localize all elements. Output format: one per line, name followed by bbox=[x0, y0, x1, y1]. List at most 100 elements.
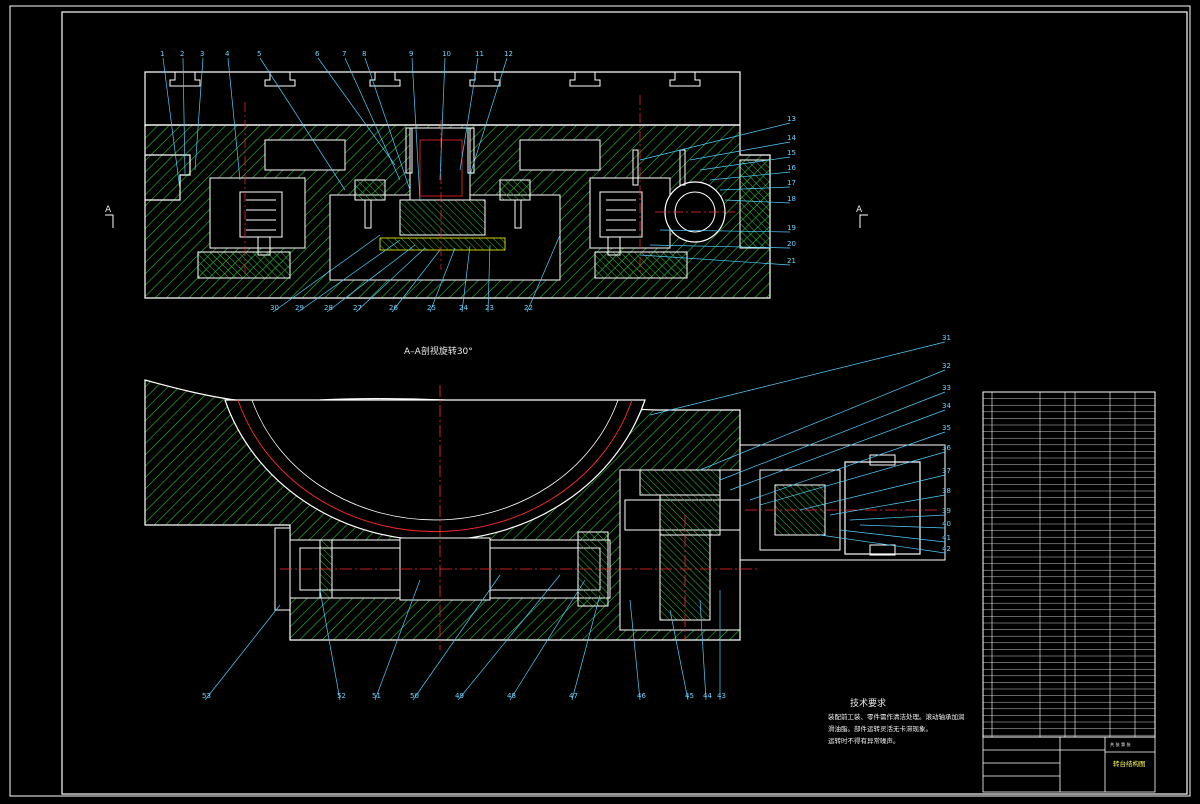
leader-line bbox=[849, 514, 946, 521]
part-balloon-10[interactable]: 10 bbox=[442, 50, 451, 58]
part-balloon-53[interactable]: 53 bbox=[202, 692, 211, 700]
outer-frame bbox=[9, 5, 1191, 797]
part-balloon-51[interactable]: 51 bbox=[372, 692, 381, 700]
part-balloon-35[interactable]: 35 bbox=[942, 424, 951, 432]
part-balloon-37[interactable]: 37 bbox=[942, 467, 951, 475]
leader-line bbox=[391, 249, 441, 313]
leader-line bbox=[724, 199, 791, 204]
lower-section-view: 31 32 33 34 35 36 37 38 39 40 41 42 53 52 51 50 49 48 47 46… bbox=[144, 334, 951, 701]
leader-line bbox=[819, 534, 946, 554]
leader-line bbox=[571, 594, 601, 701]
part-balloon-30[interactable]: 30 bbox=[270, 304, 279, 312]
leader-line bbox=[439, 57, 446, 181]
part-balloon-28[interactable]: 28 bbox=[324, 304, 333, 312]
part-balloon-50[interactable]: 50 bbox=[410, 692, 419, 700]
tech-line-2: 滑油脂。部件运转灵活无卡滞现象。 bbox=[828, 724, 932, 733]
leader-line bbox=[227, 57, 241, 181]
part-balloon-41[interactable]: 41 bbox=[942, 534, 951, 542]
part-balloon-25[interactable]: 25 bbox=[427, 304, 436, 312]
leader-line bbox=[259, 57, 346, 191]
part-balloon-36[interactable]: 36 bbox=[942, 444, 951, 452]
section-mark-left: A bbox=[105, 205, 112, 215]
tech-title: 技术要求 bbox=[850, 697, 886, 709]
part-balloon-32[interactable]: 32 bbox=[942, 362, 951, 370]
part-balloon-22[interactable]: 22 bbox=[524, 304, 533, 312]
leader-line bbox=[429, 247, 456, 313]
leader-line bbox=[729, 409, 946, 491]
leader-line bbox=[162, 57, 181, 191]
part-balloon-47[interactable]: 47 bbox=[569, 692, 578, 700]
part-balloon-44[interactable]: 44 bbox=[703, 692, 712, 700]
leader-line bbox=[759, 451, 946, 506]
part-balloon-39[interactable]: 39 bbox=[942, 507, 951, 515]
leader-line bbox=[459, 57, 479, 171]
part-balloon-46[interactable]: 46 bbox=[637, 692, 646, 700]
part-balloon-34[interactable]: 34 bbox=[942, 402, 951, 410]
leader-line bbox=[182, 57, 186, 176]
part-balloon-21[interactable]: 21 bbox=[787, 257, 796, 265]
tech-line-3: 运转时不得有异常噪声。 bbox=[828, 736, 900, 745]
part-balloon-6[interactable]: 6 bbox=[315, 50, 320, 58]
part-balloon-11[interactable]: 11 bbox=[475, 50, 484, 58]
leader-line bbox=[487, 244, 491, 313]
part-balloon-16[interactable]: 16 bbox=[787, 164, 796, 172]
leader-line bbox=[859, 524, 946, 529]
leader-line bbox=[461, 245, 471, 313]
leader-line bbox=[699, 156, 791, 171]
part-balloon-19[interactable]: 19 bbox=[787, 224, 796, 232]
leader-line bbox=[719, 391, 946, 481]
part-balloon-42[interactable]: 42 bbox=[942, 545, 951, 553]
part-balloon-29[interactable]: 29 bbox=[295, 304, 304, 312]
part-balloon-5[interactable]: 5 bbox=[257, 50, 261, 58]
leader-line bbox=[317, 57, 396, 166]
leader-line bbox=[297, 239, 401, 313]
part-balloon-15[interactable]: 15 bbox=[787, 149, 796, 157]
leader-line bbox=[204, 604, 281, 701]
part-balloon-20[interactable]: 20 bbox=[787, 240, 796, 248]
part-balloon-27[interactable]: 27 bbox=[353, 304, 362, 312]
part-balloon-38[interactable]: 38 bbox=[942, 487, 951, 495]
t-slots bbox=[169, 72, 701, 87]
leader-line bbox=[364, 57, 411, 191]
leader-line bbox=[709, 171, 791, 181]
part-balloon-12[interactable]: 12 bbox=[504, 50, 513, 58]
leader-line bbox=[526, 234, 561, 313]
part-balloon-43[interactable]: 43 bbox=[717, 692, 726, 700]
part-balloon-8[interactable]: 8 bbox=[362, 50, 366, 58]
leader-line bbox=[689, 141, 791, 161]
leader-line bbox=[699, 599, 707, 701]
leader-line bbox=[639, 122, 791, 161]
leader-line bbox=[639, 254, 791, 266]
part-balloon-48[interactable]: 48 bbox=[507, 692, 516, 700]
part-balloon-23[interactable]: 23 bbox=[485, 304, 494, 312]
section-mark-right: A bbox=[856, 205, 863, 215]
leader-line bbox=[355, 247, 426, 313]
part-balloon-7[interactable]: 7 bbox=[342, 50, 346, 58]
inner-frame bbox=[61, 11, 1188, 795]
technical-requirements: 技术要求 装配前工装、零件需作清洁处理。滚动轴承加润 滑油脂。部件运转灵活无卡滞… bbox=[828, 697, 965, 745]
title-block-name: 转台结构图 bbox=[1113, 759, 1146, 768]
part-balloon-33[interactable]: 33 bbox=[942, 384, 951, 392]
part-balloon-26[interactable]: 26 bbox=[389, 304, 398, 312]
part-balloon-17[interactable]: 17 bbox=[787, 179, 796, 187]
leader-line bbox=[629, 599, 641, 701]
part-balloon-2[interactable]: 2 bbox=[180, 50, 184, 58]
part-balloon-52[interactable]: 52 bbox=[337, 692, 346, 700]
part-balloon-9[interactable]: 9 bbox=[409, 50, 413, 58]
part-balloon-49[interactable]: 49 bbox=[455, 692, 464, 700]
part-balloon-14[interactable]: 14 bbox=[787, 134, 796, 142]
part-balloon-4[interactable]: 4 bbox=[225, 50, 230, 58]
part-balloon-40[interactable]: 40 bbox=[942, 520, 951, 528]
right-bearing bbox=[599, 191, 643, 256]
part-balloon-18[interactable]: 18 bbox=[787, 195, 796, 203]
part-balloon-1[interactable]: 1 bbox=[160, 50, 164, 58]
sheet-label: 共 张 第 张 bbox=[1110, 741, 1132, 748]
part-balloon-13[interactable]: 13 bbox=[787, 115, 796, 123]
motor bbox=[844, 461, 921, 555]
part-balloon-31[interactable]: 31 bbox=[942, 334, 951, 342]
part-balloon-45[interactable]: 45 bbox=[685, 692, 694, 700]
part-balloon-24[interactable]: 24 bbox=[459, 304, 468, 312]
part-balloon-3[interactable]: 3 bbox=[200, 50, 204, 58]
leader-line bbox=[669, 609, 689, 701]
